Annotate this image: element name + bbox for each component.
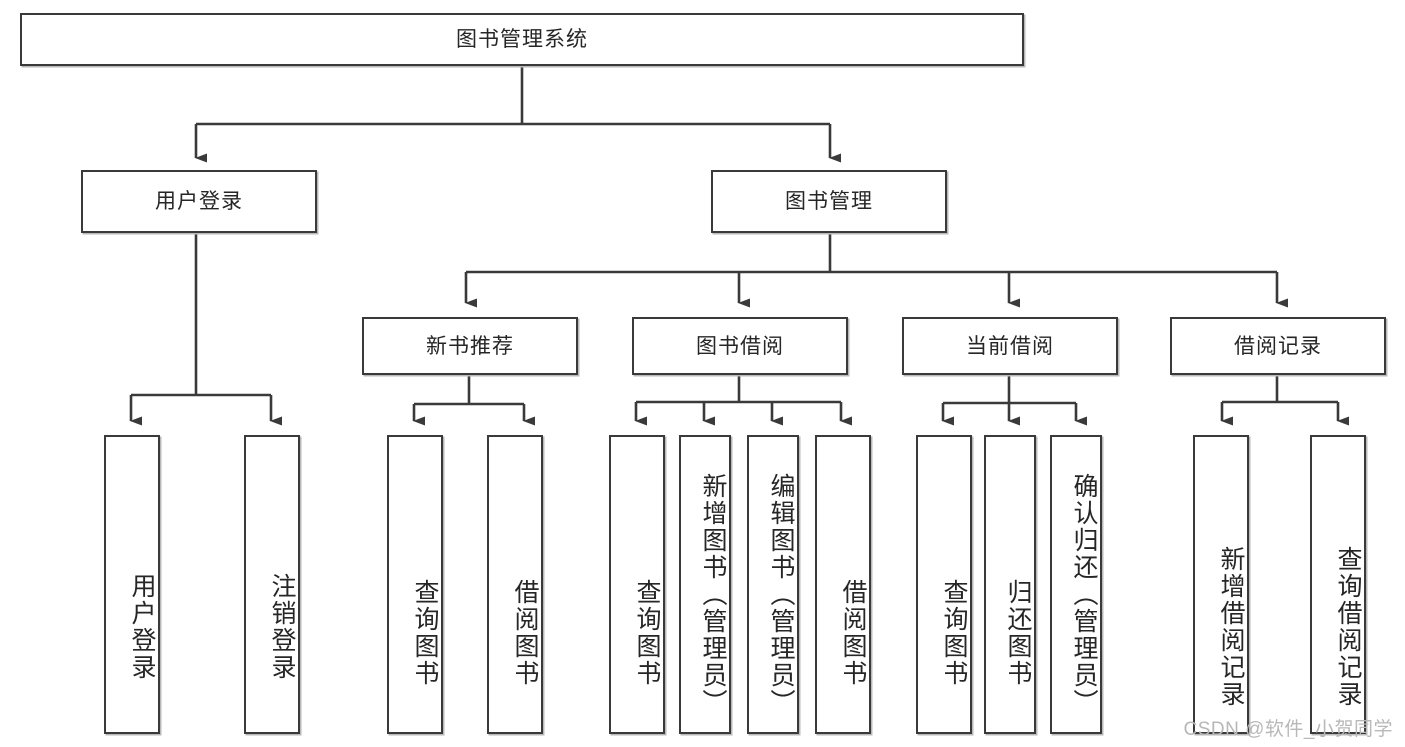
leaf-query-borrow-record[interactable]: 查询借阅记录 [1310,435,1366,734]
node-label: 确认归还（管理员） [1070,473,1098,716]
node-label: 当前借阅 [966,334,1054,358]
node-label: 新书推荐 [426,334,514,358]
node-book-management[interactable]: 图书管理 [711,170,947,233]
node-book-borrow[interactable]: 图书借阅 [632,317,848,375]
leaf-query-book-newbook[interactable]: 查询图书 [387,435,443,734]
leaf-edit-book-admin[interactable]: 编辑图书（管理员） [747,435,799,734]
node-current-borrow[interactable]: 当前借阅 [902,317,1118,375]
leaf-borrow-book-newbook[interactable]: 借阅图书 [487,435,543,734]
node-label: 注销登录 [268,572,296,681]
node-label: 借阅图书 [511,578,539,687]
node-label: 用户登录 [155,190,243,213]
node-label: 归还图书 [1004,578,1032,687]
node-label: 新增图书（管理员） [699,473,727,716]
node-label: 新增借阅记录 [1217,545,1245,708]
leaf-user-login[interactable]: 用户登录 [104,435,160,734]
node-new-book-recommend[interactable]: 新书推荐 [362,317,578,375]
node-label: 用户登录 [128,572,156,681]
node-label: 查询图书 [633,578,661,687]
leaf-logout[interactable]: 注销登录 [244,435,300,734]
node-label: 借阅图书 [839,578,867,687]
leaf-query-book-borrow[interactable]: 查询图书 [609,435,665,734]
node-label: 图书借阅 [696,334,784,358]
leaf-add-borrow-record[interactable]: 新增借阅记录 [1193,435,1249,734]
node-user-login[interactable]: 用户登录 [81,170,317,233]
node-label: 编辑图书（管理员） [767,473,795,716]
leaf-query-book-current[interactable]: 查询图书 [916,435,972,734]
node-label: 查询图书 [940,578,968,687]
leaf-borrow-book-borrow[interactable]: 借阅图书 [815,435,871,734]
node-label: 查询图书 [411,578,439,687]
watermark: CSDN @软件_小贺同学 [1183,719,1393,740]
node-label: 图书管理系统 [456,28,588,51]
node-label: 图书管理 [785,190,873,213]
leaf-confirm-return-admin[interactable]: 确认归还（管理员） [1050,435,1102,734]
node-label: 查询借阅记录 [1334,545,1362,708]
node-label: 借阅记录 [1234,334,1322,358]
node-root-system[interactable]: 图书管理系统 [20,13,1024,66]
leaf-return-book[interactable]: 归还图书 [984,435,1036,734]
leaf-add-book-admin[interactable]: 新增图书（管理员） [679,435,731,734]
node-borrow-record[interactable]: 借阅记录 [1170,317,1386,375]
